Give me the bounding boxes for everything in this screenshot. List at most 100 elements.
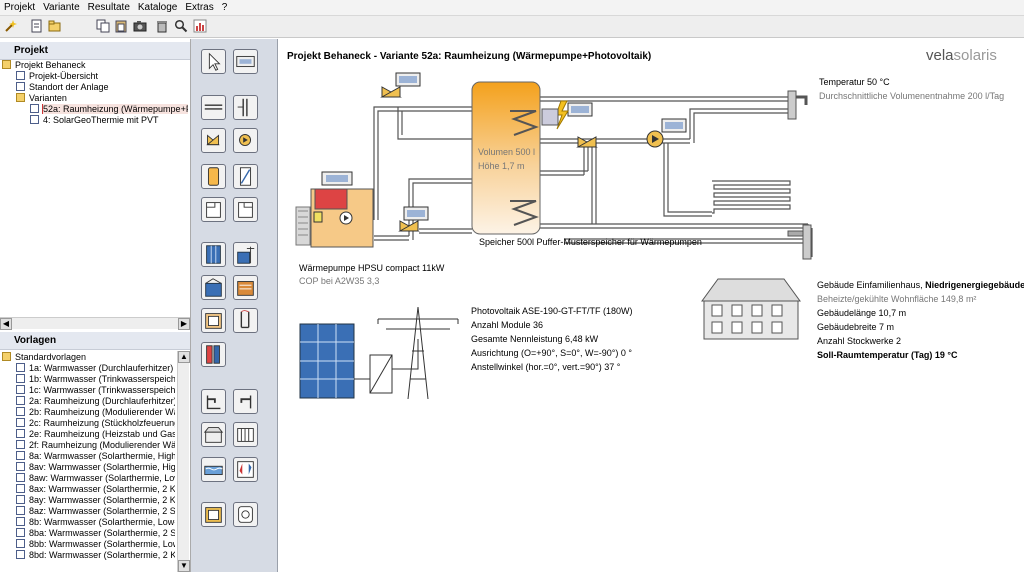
solar-collector-icon xyxy=(206,245,221,264)
wizard-icon[interactable] xyxy=(4,19,18,33)
document-icon xyxy=(16,462,25,471)
system-schematic xyxy=(295,72,813,400)
search-icon[interactable] xyxy=(174,19,188,33)
document-icon xyxy=(16,440,25,449)
scroll-up-button[interactable]: ▲ xyxy=(178,351,190,363)
building-width: Gebäudebreite 7 m xyxy=(817,322,895,332)
palette-button[interactable] xyxy=(201,164,226,189)
template-item[interactable]: 2c: Raumheizung (Stückholzfeuerung) xyxy=(16,418,175,428)
template-item[interactable]: 8a: Warmwasser (Solarthermie, High- xyxy=(16,451,175,461)
template-item[interactable]: 8ay: Warmwasser (Solarthermie, 2 Ko xyxy=(16,495,175,505)
chart-icon[interactable] xyxy=(193,19,207,33)
palette-button[interactable] xyxy=(233,275,258,300)
scroll-down-button[interactable]: ▼ xyxy=(178,560,190,572)
palette-button[interactable] xyxy=(233,197,258,222)
palette-button[interactable] xyxy=(233,308,258,333)
pv-info-line: Photovoltaik ASE-190-GT-FT/TF (180W) xyxy=(471,306,633,316)
pump-icon xyxy=(239,134,252,147)
palette-button[interactable] xyxy=(233,502,258,527)
ground-probe-icon xyxy=(240,310,250,329)
toolbar xyxy=(0,16,1024,38)
template-item[interactable]: 2b: Raumheizung (Modulierender Wär xyxy=(16,407,175,417)
template-item[interactable]: 8b: Warmwasser (Solarthermie, Low-F xyxy=(16,517,175,527)
palette-button[interactable] xyxy=(201,275,226,300)
palette-button[interactable] xyxy=(201,95,226,120)
palette-button[interactable] xyxy=(233,389,258,414)
palette-button[interactable] xyxy=(201,242,226,267)
tree-item-variant-4[interactable]: 4: SolarGeoThermie mit PVT xyxy=(30,115,188,125)
open-icon[interactable] xyxy=(48,19,62,33)
palette-button[interactable] xyxy=(201,502,226,527)
menu-help[interactable]: ? xyxy=(221,1,228,13)
boiler-icon xyxy=(206,202,221,218)
grid-icon xyxy=(205,507,222,523)
template-item[interactable]: 8ax: Warmwasser (Solarthermie, 2 Ko xyxy=(16,484,175,494)
template-item[interactable]: 2e: Raumheizung (Heizstab und Gask xyxy=(16,429,175,439)
delete-icon[interactable] xyxy=(155,19,169,33)
tree-item-variant-52a[interactable]: 52a: Raumheizung (Wärmepumpe+P xyxy=(30,104,188,114)
document-icon xyxy=(16,385,25,394)
heat-pump-icon xyxy=(205,313,222,329)
tree-item-project[interactable]: Projekt Behaneck xyxy=(2,60,188,70)
template-item[interactable]: 2f: Raumheizung (Modulierender Wärr xyxy=(16,440,175,450)
templates-root[interactable]: Standardvorlagen xyxy=(2,352,175,362)
template-item[interactable]: 1b: Warmwasser (Trinkwasserspeiche xyxy=(16,374,175,384)
palette-button[interactable] xyxy=(233,128,258,153)
system-diagram-canvas: Projekt Behaneck - Variante 52a: Raumhei… xyxy=(278,39,1024,572)
palette-button[interactable] xyxy=(233,164,258,189)
tree-item-overview[interactable]: Projekt-Übersicht xyxy=(16,71,188,81)
palette-button[interactable] xyxy=(201,128,226,153)
tap-2-icon xyxy=(240,395,252,409)
controllers xyxy=(395,72,687,221)
palette-button[interactable] xyxy=(233,457,258,482)
pv-array-graphic xyxy=(299,323,355,399)
palette-button[interactable] xyxy=(201,389,226,414)
new-icon[interactable] xyxy=(30,19,44,33)
scroll-right-button[interactable]: ▶ xyxy=(178,318,190,330)
template-item[interactable]: 8bd: Warmwasser (Solarthermie, 2 Ko xyxy=(16,550,175,560)
menu-extras[interactable]: Extras xyxy=(185,1,214,13)
document-icon xyxy=(16,374,25,383)
palette-button[interactable] xyxy=(201,308,226,333)
circulation-pump xyxy=(646,130,664,148)
palette-button[interactable] xyxy=(201,197,226,222)
heating-element-icon xyxy=(237,281,254,296)
palette-button[interactable] xyxy=(233,242,258,267)
project-hscrollbar[interactable]: ◀ ▶ xyxy=(0,317,190,330)
palette-button[interactable] xyxy=(201,342,226,367)
left-panel: Projekt Projekt Behaneck Projekt-Übersic… xyxy=(0,39,191,572)
palette-button[interactable] xyxy=(233,422,258,447)
palette-button[interactable] xyxy=(201,457,226,482)
template-item[interactable]: 8av: Warmwasser (Solarthermie, High xyxy=(16,462,175,472)
tree-item-variants[interactable]: Varianten xyxy=(16,93,188,103)
tree-item-location[interactable]: Standort der Anlage xyxy=(16,82,188,92)
palette-button[interactable] xyxy=(233,95,258,120)
template-item[interactable]: 2a: Raumheizung (Durchlauferhitzer) xyxy=(16,396,175,406)
camera-icon[interactable] xyxy=(133,19,147,33)
fan-icon xyxy=(238,506,253,523)
tank-volume: Volumen 500 l xyxy=(478,147,536,157)
menu-resultate[interactable]: Resultate xyxy=(87,1,130,13)
menu-kataloge[interactable]: Kataloge xyxy=(137,1,178,13)
palette-button[interactable] xyxy=(201,49,226,74)
valves xyxy=(380,86,598,232)
building-floors: Anzahl Stockwerke 2 xyxy=(817,336,902,346)
template-item[interactable]: 8bb: Warmwasser (Solarthermie, Low xyxy=(16,539,175,549)
scroll-left-button[interactable]: ◀ xyxy=(0,318,12,330)
palette-button[interactable] xyxy=(201,422,226,447)
copy-icon[interactable] xyxy=(96,19,110,33)
template-item[interactable]: 8az: Warmwasser (Solarthermie, 2 Sp xyxy=(16,506,175,516)
template-item[interactable]: 8aw: Warmwasser (Solarthermie, Low xyxy=(16,473,175,483)
heating-rod xyxy=(541,108,559,126)
menu-variante[interactable]: Variante xyxy=(43,1,80,13)
menu-projekt[interactable]: Projekt xyxy=(4,1,36,13)
templates-vscrollbar[interactable]: ▲ ▼ xyxy=(177,351,190,572)
document-icon xyxy=(16,539,25,548)
template-item[interactable]: 1a: Warmwasser (Durchlauferhitzer) xyxy=(16,363,175,373)
collector-field-icon xyxy=(205,278,222,297)
template-item[interactable]: 8ba: Warmwasser (Solarthermie, 2 Sp xyxy=(16,528,175,538)
template-item[interactable]: 1c: Warmwasser (Trinkwasserspeiche xyxy=(16,385,175,395)
paste-icon[interactable] xyxy=(114,19,128,33)
palette-button[interactable] xyxy=(233,49,258,74)
building-area: Beheizte/gekühlte Wohnfläche 149,8 m² xyxy=(817,294,977,304)
